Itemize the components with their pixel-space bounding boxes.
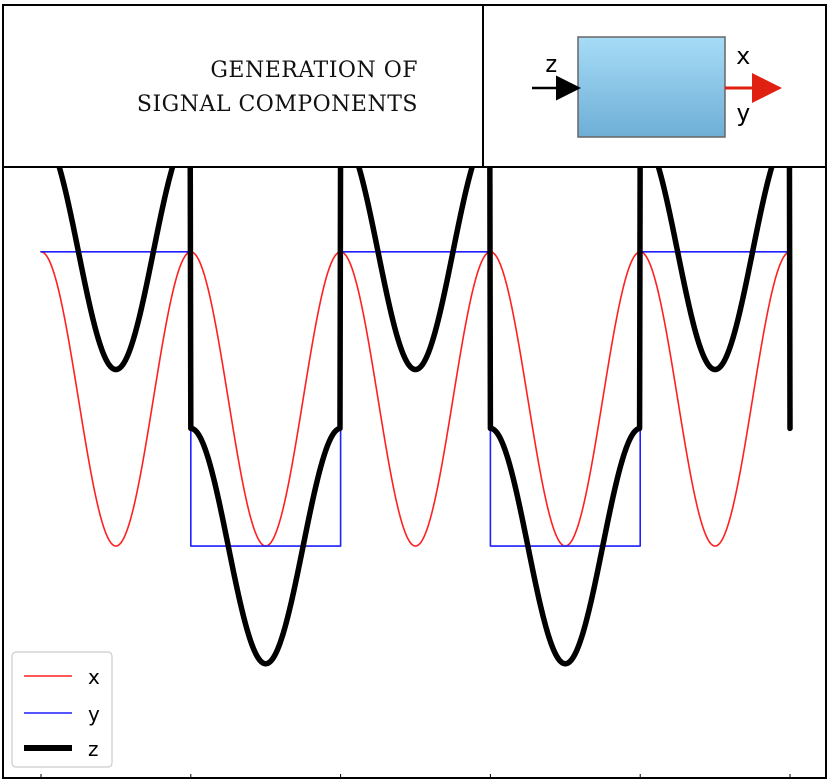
figure-frame: GENERATION OF SIGNAL COMPONENTS z xyxy=(2,4,827,780)
title-line-1: GENERATION OF xyxy=(210,58,418,83)
header-divider xyxy=(4,166,825,168)
title-block: GENERATION OF SIGNAL COMPONENTS xyxy=(4,6,484,166)
series-x-line xyxy=(40,251,791,547)
title-line-2: SIGNAL COMPONENTS xyxy=(136,92,418,117)
plot-panel: x y z xyxy=(4,131,825,780)
output-label-y: y xyxy=(736,99,750,127)
input-label: z xyxy=(544,50,558,78)
block-diagram: z x y xyxy=(484,6,825,166)
legend-box xyxy=(11,651,113,768)
legend-label-x: x xyxy=(88,665,100,689)
legend-label-z: z xyxy=(88,737,99,761)
figure-title: GENERATION OF SIGNAL COMPONENTS xyxy=(137,54,418,122)
legend-label-y: y xyxy=(88,702,100,726)
output-label-x: x xyxy=(736,42,750,70)
block-diagram-svg: z x y xyxy=(532,36,782,138)
block-box xyxy=(577,36,726,138)
series-z-line xyxy=(38,131,793,667)
legend: x y z xyxy=(11,651,113,768)
signal-plot: x y z xyxy=(11,131,793,780)
